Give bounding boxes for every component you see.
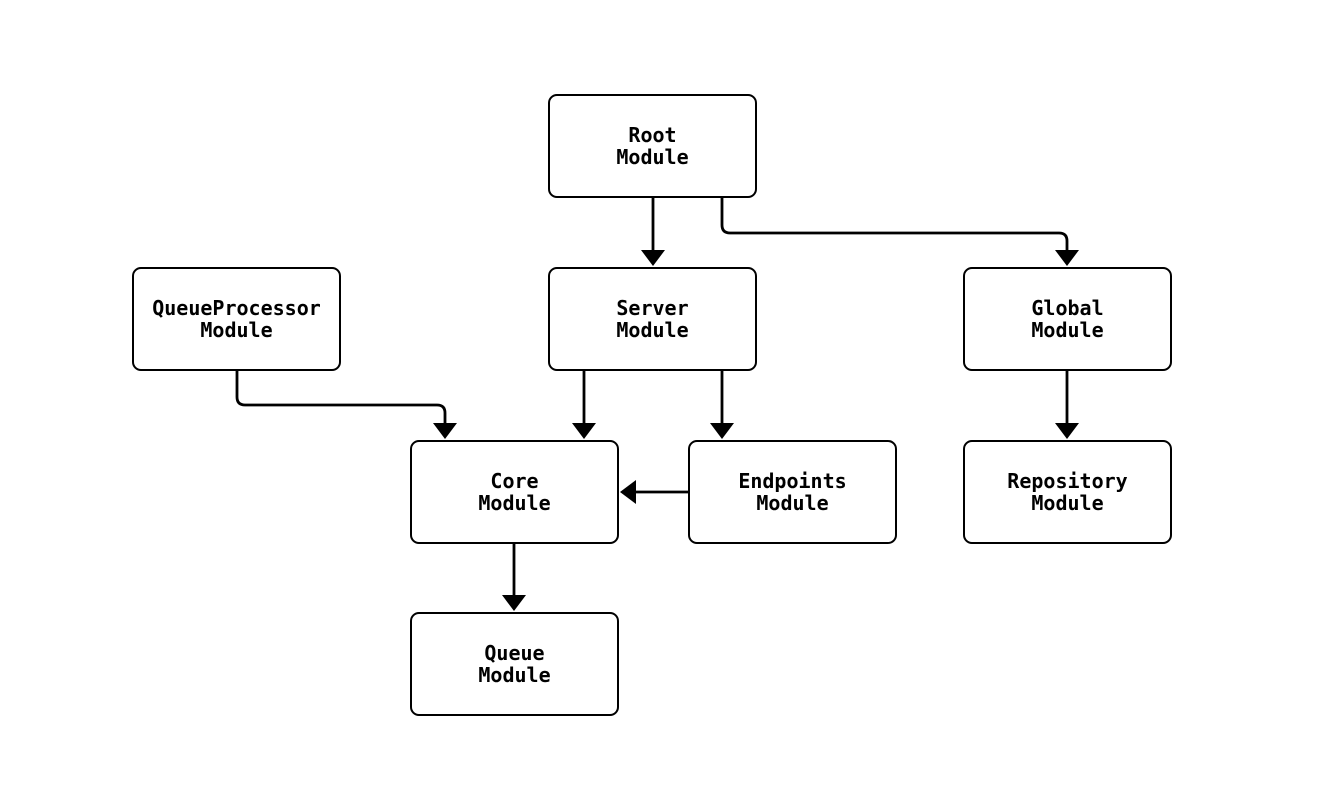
edge-global-to-repository xyxy=(1055,370,1079,439)
arrowhead-down-icon xyxy=(641,250,665,266)
arrowhead-down-icon xyxy=(572,423,596,439)
node-queueprocessor-module: QueueProcessor Module xyxy=(132,267,341,371)
node-server-module-label: Server Module xyxy=(616,296,689,342)
edge-root-to-server xyxy=(641,198,665,266)
node-core-module-label: Core Module xyxy=(478,469,551,515)
node-repository-module: Repository Module xyxy=(963,440,1172,544)
node-endpoints-module-label: Endpoints Module xyxy=(738,469,847,515)
arrowhead-down-icon xyxy=(710,423,734,439)
node-root-module: Root Module xyxy=(548,94,757,198)
edge-endpoints-to-core xyxy=(620,480,688,504)
node-global-module: Global Module xyxy=(963,267,1172,371)
edge-core-to-queue xyxy=(502,543,526,611)
node-server-module: Server Module xyxy=(548,267,757,371)
arrowhead-down-icon xyxy=(1055,250,1079,266)
edge-queueprocessor-to-core xyxy=(235,370,457,439)
arrowhead-down-icon xyxy=(1055,423,1079,439)
arrowhead-left-icon xyxy=(620,480,636,504)
edge-server-to-endpoints xyxy=(710,370,734,439)
node-root-module-label: Root Module xyxy=(616,123,689,169)
arrowhead-down-icon xyxy=(433,423,457,439)
node-global-module-label: Global Module xyxy=(1031,296,1104,342)
node-core-module: Core Module xyxy=(410,440,619,544)
edge-server-to-core xyxy=(572,370,596,439)
node-queueprocessor-module-label: QueueProcessor Module xyxy=(152,296,321,342)
node-endpoints-module: Endpoints Module xyxy=(688,440,897,544)
edge-root-to-global xyxy=(720,198,1079,266)
node-repository-module-label: Repository Module xyxy=(1007,469,1128,515)
arrowhead-down-icon xyxy=(502,595,526,611)
node-queue-module-label: Queue Module xyxy=(478,641,551,687)
node-queue-module: Queue Module xyxy=(410,612,619,716)
